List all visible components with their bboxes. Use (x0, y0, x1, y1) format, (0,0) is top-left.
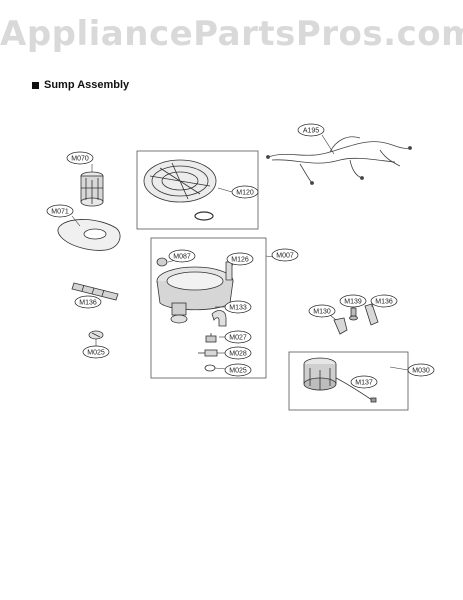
callout-m028[interactable]: M028 (224, 346, 252, 360)
section-heading: Sump Assembly (32, 78, 129, 92)
svg-text:M139: M139 (344, 299, 362, 306)
callout-m136-shaft[interactable]: M136 (74, 295, 102, 309)
svg-text:A195: A195 (303, 128, 319, 135)
callout-m007[interactable]: M007 (271, 248, 299, 262)
svg-text:M025: M025 (87, 350, 105, 357)
svg-text:M030: M030 (412, 368, 430, 375)
svg-text:M120: M120 (236, 190, 254, 197)
svg-text:M137: M137 (355, 380, 373, 387)
callout-m126[interactable]: M126 (226, 252, 254, 266)
filter-disc-part[interactable] (143, 159, 217, 203)
svg-text:M028: M028 (229, 351, 247, 358)
pump-motor-part[interactable] (303, 357, 337, 391)
sump-housing-part[interactable] (156, 266, 234, 324)
svg-text:M126: M126 (231, 257, 249, 264)
callout-m071[interactable]: M071 (46, 204, 74, 218)
callout-m136-bracket[interactable]: M136 (370, 294, 398, 308)
wire-harness-part[interactable] (266, 136, 412, 185)
bracket-clip-part[interactable] (225, 261, 233, 281)
hose-elbow-part[interactable] (211, 310, 227, 327)
svg-text:M025: M025 (229, 368, 247, 375)
svg-text:M027: M027 (229, 335, 247, 342)
svg-text:M007: M007 (276, 253, 294, 260)
svg-text:M136: M136 (375, 299, 393, 306)
lever-bracket-part[interactable] (364, 303, 379, 326)
site-watermark: AppliancePartsPros.com (0, 14, 463, 54)
m120-group-box (136, 150, 259, 230)
valve-fitting-part[interactable] (205, 333, 217, 343)
callout-m137[interactable]: M137 (350, 375, 378, 389)
sensor-connector-part[interactable] (198, 349, 218, 357)
m007-group-box (150, 237, 267, 379)
svg-text:M136: M136 (79, 300, 97, 307)
mesh-filter-plate-part[interactable] (57, 219, 121, 251)
filter-cylinder-part[interactable] (80, 171, 104, 207)
svg-text:M133: M133 (229, 305, 247, 312)
screw-part[interactable] (349, 307, 358, 321)
section-title: Sump Assembly (44, 79, 130, 91)
svg-text:M087: M087 (173, 254, 191, 261)
callout-m087[interactable]: M087 (168, 249, 196, 263)
svg-text:M130: M130 (313, 309, 331, 316)
callout-a195[interactable]: A195 (297, 123, 325, 137)
bullet-square-icon (32, 81, 39, 89)
callout-m120[interactable]: M120 (231, 185, 259, 199)
callout-m070[interactable]: M070 (66, 151, 94, 165)
small-fitting-part[interactable] (88, 330, 104, 340)
callout-m030[interactable]: M030 (407, 363, 435, 377)
m030-group-box (288, 351, 409, 411)
callout-m025-housing[interactable]: M025 (224, 363, 252, 377)
callout-m133[interactable]: M133 (224, 300, 252, 314)
svg-text:M071: M071 (51, 209, 69, 216)
o-ring-part[interactable] (204, 364, 216, 372)
gasket-ring-part[interactable] (194, 211, 214, 221)
switch-bracket-part[interactable] (333, 317, 348, 335)
motor-wire-part[interactable] (335, 377, 377, 403)
drive-shaft-part[interactable] (71, 282, 119, 301)
callout-m027[interactable]: M027 (224, 330, 252, 344)
svg-text:M070: M070 (71, 156, 89, 163)
callout-m025-left[interactable]: M025 (82, 345, 110, 359)
callout-m130[interactable]: M130 (308, 304, 336, 318)
small-cap-part[interactable] (156, 257, 168, 267)
callout-m139[interactable]: M139 (339, 294, 367, 308)
